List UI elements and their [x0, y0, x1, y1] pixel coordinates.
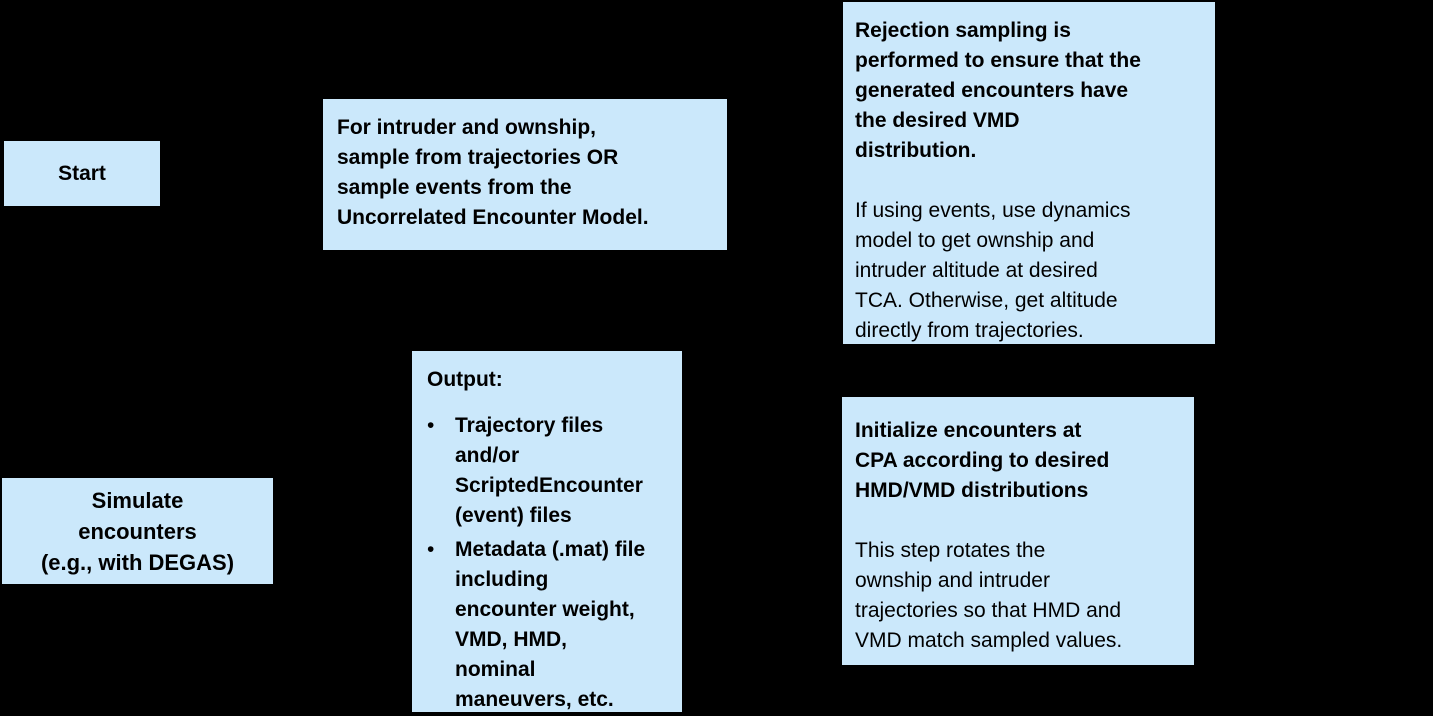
bullet-icon: • [427, 414, 435, 437]
output-bullet-trajectory-files-text: Trajectory files and/or ScriptedEncounte… [455, 414, 643, 527]
sample-node-text: For intruder and ownship, sample from tr… [337, 116, 649, 229]
output-bullet-trajectory-files: • Trajectory files and/or ScriptedEncoun… [427, 411, 676, 531]
initialize-node-body-text: This step rotates the ownship and intrud… [855, 539, 1123, 652]
flowchart-node-start: Start [4, 141, 160, 206]
rejection-node-body-text: If using events, use dynamics model to g… [855, 199, 1131, 342]
simulate-node-text: Simulate encounters (e.g., with DEGAS) [40, 487, 235, 575]
flowchart-node-rejection-sampling: Rejection sampling is performed to ensur… [843, 2, 1215, 344]
flowchart-node-initialize-encounters: Initialize encounters at CPA according t… [842, 397, 1194, 665]
bullet-icon: • [427, 538, 435, 561]
rejection-node-heading-text: Rejection sampling is performed to ensur… [855, 19, 1141, 162]
flowchart-node-output: Output: • Trajectory files and/or Script… [412, 351, 682, 712]
start-label: Start [58, 161, 106, 185]
initialize-node-heading-text: Initialize encounters at CPA according t… [855, 419, 1110, 502]
output-node-heading: Output: [427, 368, 503, 391]
flowchart-node-sample-trajectories: For intruder and ownship, sample from tr… [323, 99, 727, 250]
output-bullet-metadata-file-text: Metadata (.mat) file including encounter… [455, 538, 646, 711]
output-bullet-metadata-file: • Metadata (.mat) file including encount… [427, 535, 676, 715]
flowchart-node-simulate-encounters: Simulate encounters (e.g., with DEGAS) [2, 478, 273, 584]
